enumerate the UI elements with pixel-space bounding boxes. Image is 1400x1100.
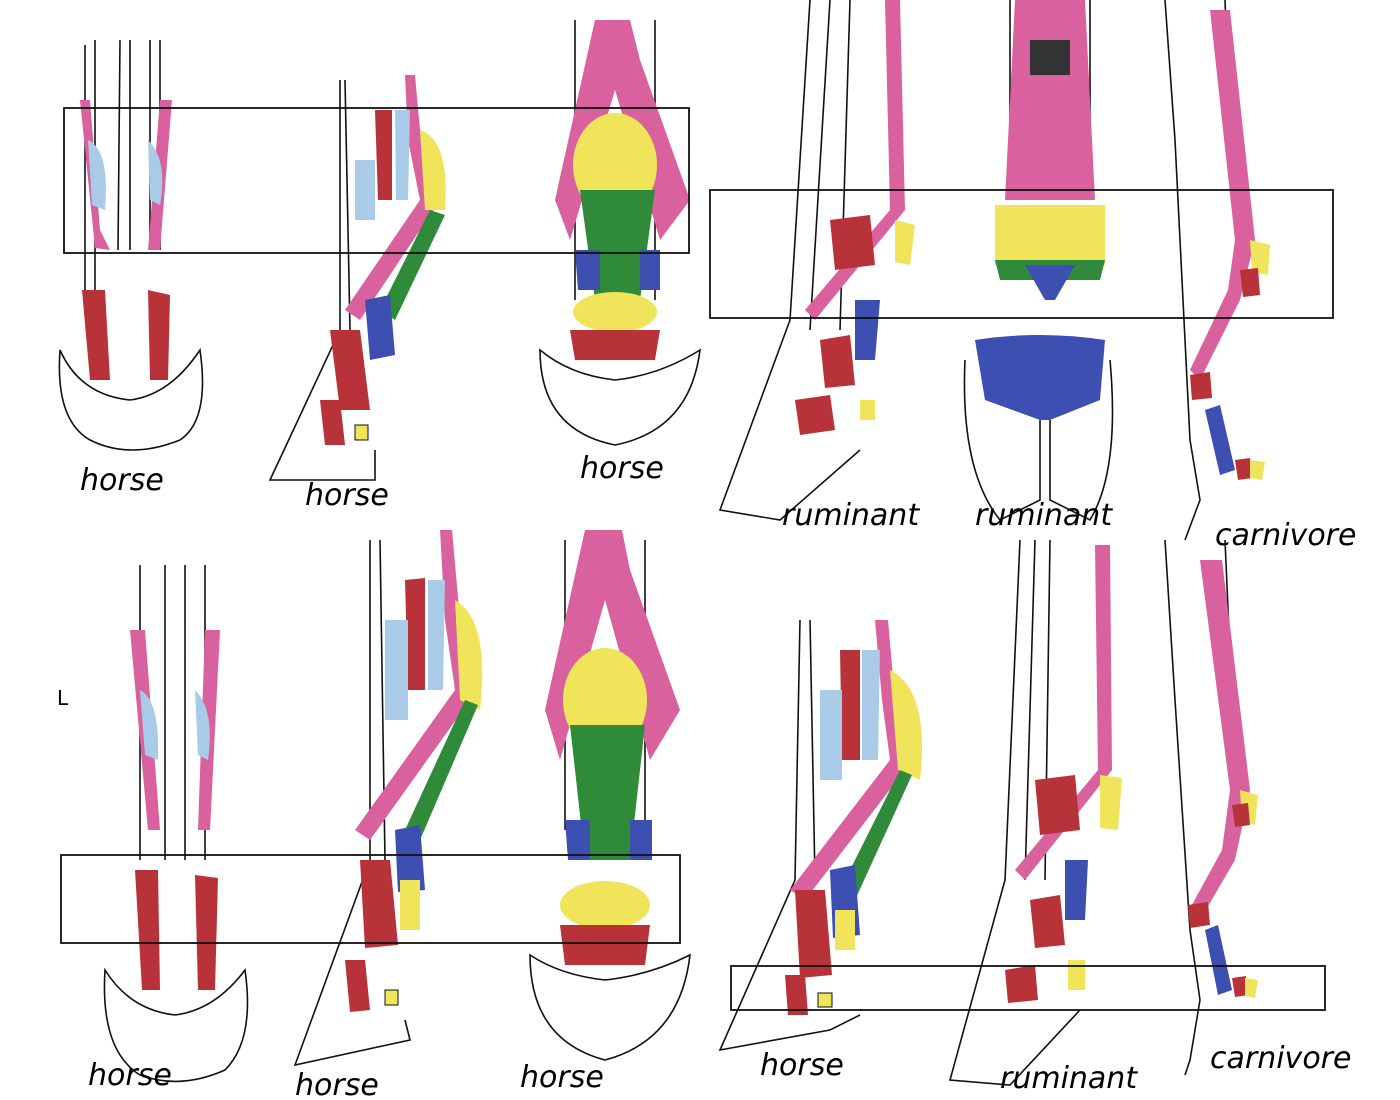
label-tr-3: carnivore: [1215, 518, 1356, 553]
label-tl-2: horse: [305, 478, 389, 513]
top-right-ruminant-dorsal-limb: [963, 0, 1114, 522]
corner-marker: L: [57, 686, 69, 710]
top-left-horse-lateral-limb: [268, 75, 446, 481]
label-br-2: ruminant: [1000, 1061, 1138, 1096]
bottom-right-highlight-box: [730, 965, 1326, 1011]
bottom-left-horse-palmar-limb: [103, 565, 249, 1083]
label-bl-3: horse: [520, 1060, 604, 1095]
bottom-right-carnivore-limb: [1164, 539, 1258, 1076]
top-right-ruminant-lateral-limb: [718, 0, 915, 521]
label-bl-1: horse: [88, 1058, 172, 1093]
bottom-left-horse-lateral-limb: [293, 530, 483, 1067]
label-br-3: carnivore: [1210, 1041, 1351, 1076]
top-left-highlight-box: [63, 107, 690, 254]
bottom-right-horse-lateral-limb: [718, 619, 922, 1052]
label-tr-2: ruminant: [975, 498, 1113, 533]
label-tr-1: ruminant: [782, 498, 920, 533]
top-left-horse-palmar-limb: [58, 39, 204, 451]
bottom-left-horse-dorsal-limb: [529, 530, 691, 1061]
label-bl-2: horse: [295, 1068, 379, 1100]
label-tl-1: horse: [80, 463, 164, 498]
bottom-left-highlight-box: [60, 854, 681, 944]
top-right-highlight-box: [709, 189, 1334, 319]
top-left-horse-dorsal-limb: [539, 20, 702, 446]
top-right-carnivore-limb: [1164, 0, 1270, 541]
label-tl-3: horse: [580, 451, 664, 486]
bottom-right-ruminant-lateral-limb: [948, 539, 1122, 1086]
label-br-1: horse: [760, 1048, 844, 1083]
